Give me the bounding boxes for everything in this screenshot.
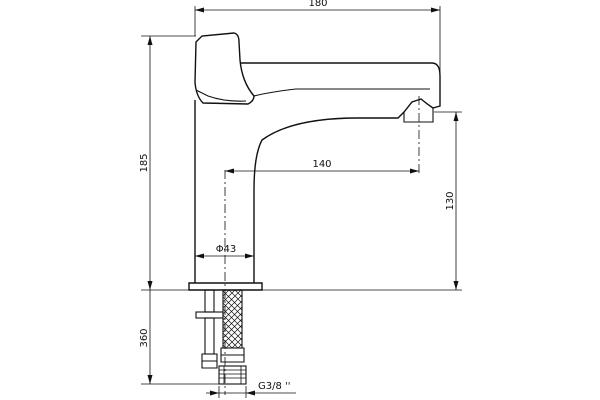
- hose-crimp-upper: [220, 347, 245, 363]
- faucet-base: [188, 282, 263, 291]
- dim-spout-reach: 140: [312, 159, 331, 170]
- dimensions: 180 185 140 130 Φ43 360: [139, 0, 462, 398]
- faucet-handle: [194, 32, 255, 105]
- hose-hatching: [222, 289, 243, 349]
- spout-aerator: [403, 108, 434, 123]
- spout-underside: [253, 88, 430, 97]
- dim-hose-length: 360: [139, 328, 150, 347]
- stud-nut: [201, 353, 218, 369]
- dim-thread: G3/8 '': [258, 381, 291, 392]
- center-lines: [224, 96, 420, 395]
- dim-top-width: 180: [308, 0, 327, 9]
- mounting-hardware: [195, 289, 247, 385]
- hose-threaded-end: [218, 365, 247, 385]
- threaded-stud: [204, 289, 215, 313]
- dim-spout-height: 130: [445, 191, 456, 210]
- mounting-plate: [195, 311, 224, 319]
- handle-detail: [195, 89, 247, 102]
- dim-height: 185: [139, 153, 150, 172]
- dim-base-diameter: Φ43: [216, 244, 237, 255]
- stud-shaft: [204, 317, 215, 355]
